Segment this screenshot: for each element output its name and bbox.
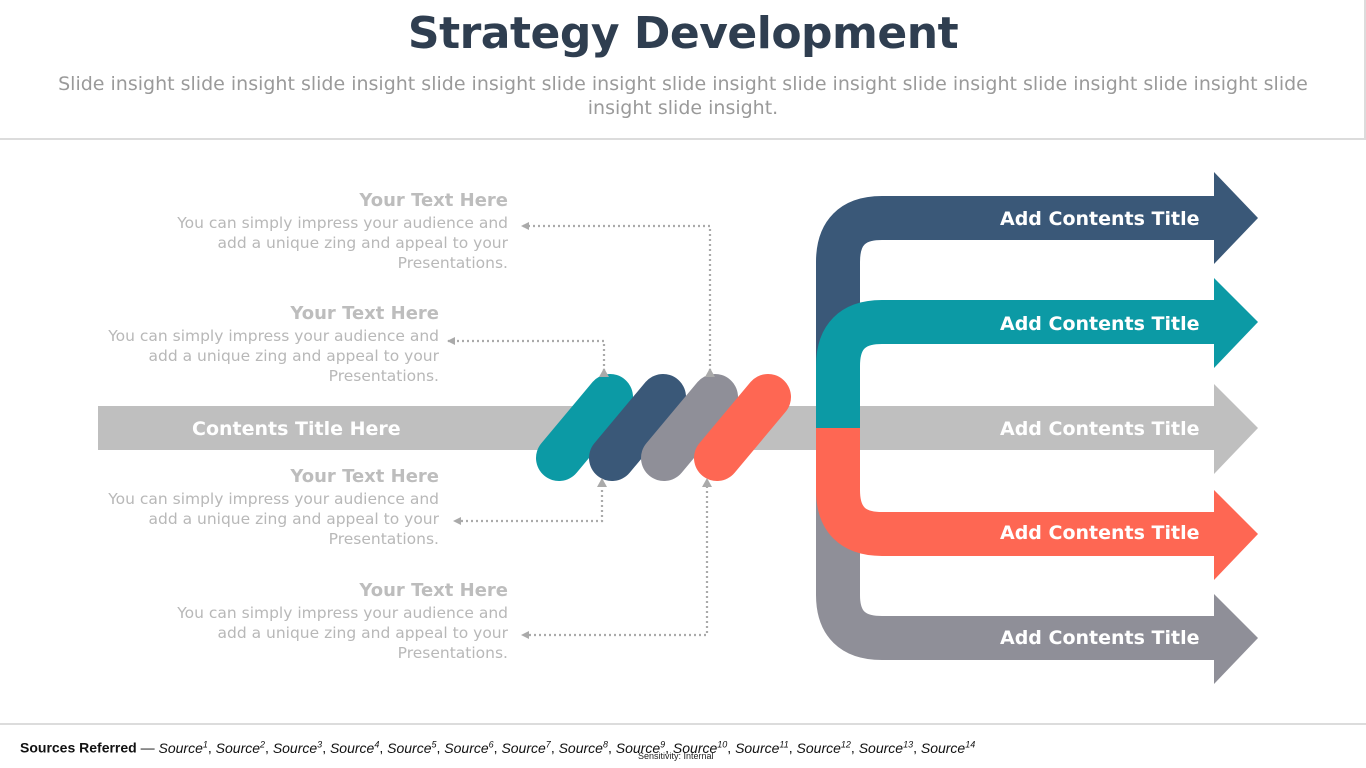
connector-4-tip [702,478,712,487]
source-item: Source14 [920,739,976,756]
text-block-3: Your Text Here You can simply impress yo… [99,465,439,549]
header-right-edge [1364,0,1366,140]
sources-label: Sources Referred [20,739,137,756]
slide-insight: Slide insight slide insight slide insigh… [58,73,1308,119]
main-arrow-arrowhead [1214,384,1258,474]
branch-1-label: Add Contents Title [1000,208,1200,230]
branch-2-band [816,300,1218,430]
text-block-body: You can simply impress your audience and… [177,604,508,662]
source-item: Source8 [558,739,608,756]
source-item: Source1 [158,739,208,756]
sources-separator: — [136,739,159,756]
source-item: Source12 [796,739,851,756]
branch-5-arrowhead [1214,594,1258,684]
connector-1-tip [705,368,715,377]
footer-divider [0,723,1366,725]
text-block-4: Your Text Here You can simply impress yo… [168,579,508,663]
main-arrow-label: Contents Title Here [192,418,401,440]
connector-4 [521,481,709,639]
text-block-body: You can simply impress your audience and… [177,214,508,272]
connector-2-tip [599,368,609,377]
branch-2-label: Add Contents Title [1000,313,1200,335]
text-block-heading: Your Text Here [359,190,508,211]
source-item: Source11 [735,739,789,756]
source-item: Source2 [215,739,266,756]
connector-1 [521,222,712,376]
pill-teal [536,374,633,481]
pill-coral [694,374,791,481]
source-item: Source6 [444,739,494,756]
branch-3-label: Add Contents Title [1000,418,1200,440]
branch-5-label: Add Contents Title [1000,627,1200,649]
source-item: Source4 [329,739,380,756]
text-block-body: You can simply impress your audience and… [108,327,439,385]
branch-1-arrowhead [1214,172,1258,264]
source-item: Source13 [858,739,914,756]
branch-4-label: Add Contents Title [1000,522,1200,544]
source-item: Source3 [272,739,323,756]
connector-2 [447,337,606,376]
connector-3-tip [597,478,607,487]
text-block-heading: Your Text Here [290,303,439,324]
branch-1-band [816,196,1218,430]
text-block-heading: Your Text Here [359,580,508,601]
source-item: Source5 [387,739,437,756]
source-item: Source10 [672,739,728,756]
sources-referred: Sources Referred — Source1, Source2, Sou… [20,739,975,756]
pill-grey [641,374,738,481]
pill-navy [589,374,686,481]
page-title: Strategy Development [407,8,959,59]
source-list: Source1, Source2, Source3, Source4, Sour… [158,739,976,756]
branch-2-arrowhead [1214,278,1258,368]
source-item: Source9 [615,739,666,756]
text-block-2: Your Text Here You can simply impress yo… [99,302,439,386]
sensitivity-label: Sensitivity: Internal [638,751,714,761]
text-block-1: Your Text Here You can simply impress yo… [168,189,508,273]
branch-4-arrowhead [1214,490,1258,580]
text-block-heading: Your Text Here [290,466,439,487]
header-divider [0,138,1366,140]
text-block-body: You can simply impress your audience and… [108,490,439,548]
connector-3 [453,480,604,525]
branch-4-band [816,428,1218,556]
branch-5-band [816,405,1218,660]
source-item: Source7 [501,739,551,756]
